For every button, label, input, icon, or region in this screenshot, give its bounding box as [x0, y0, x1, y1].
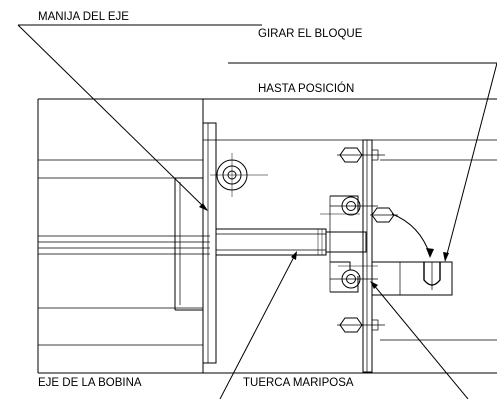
bearing-boss — [210, 153, 268, 197]
label-rotate-block-line2: HASTA POSICIÓN — [258, 82, 354, 95]
hex-bolt-top — [337, 147, 385, 163]
wing-nut-lower — [330, 265, 378, 289]
mounting-bracket — [329, 139, 373, 373]
leader-lines — [17, 24, 497, 399]
wing-nut-upper — [320, 196, 378, 216]
label-shaft-handle: MANIJA DEL EJE — [38, 11, 129, 23]
label-wing-nut: TUERCA MARIPOSA — [243, 377, 354, 389]
label-coil-shaft: EJE DE LA BOBINA — [38, 377, 142, 389]
coil-shaft — [38, 235, 210, 255]
threaded-stud — [215, 228, 367, 256]
label-rotate-block-line1: GIRAR EL BLOQUE — [258, 28, 363, 40]
locking-block — [372, 261, 453, 296]
hex-bolt-bottom — [337, 317, 385, 333]
shaft-handle — [174, 122, 217, 364]
rotation-arrow — [391, 213, 434, 258]
